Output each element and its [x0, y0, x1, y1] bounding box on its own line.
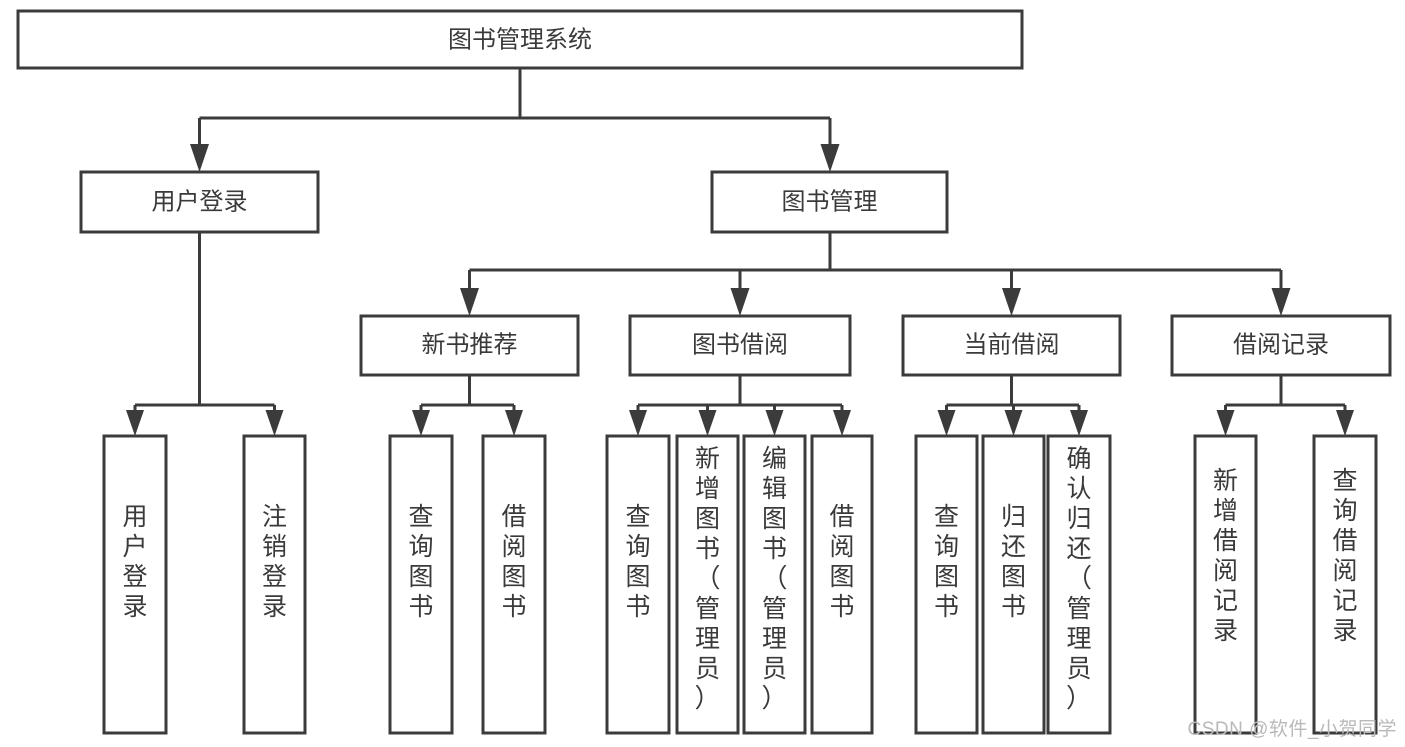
- node-book-borrow[interactable]: 图书借阅: [628, 314, 852, 377]
- node-root-box[interactable]: [16, 9, 1024, 70]
- node-leaf-query-record-label: 查询借阅记录: [1332, 467, 1357, 645]
- node-leaf-return-book-label: 归还图书: [1001, 503, 1026, 621]
- node-new-book-recommend[interactable]: 新书推荐: [359, 314, 580, 377]
- arrowhead-leaf-query-record: [1336, 410, 1354, 436]
- node-leaf-add-book[interactable]: 新增图书（管理员）: [675, 434, 740, 735]
- node-book-manage[interactable]: 图书管理: [710, 170, 949, 234]
- node-leaf-borrow-book-2[interactable]: 借阅图书: [810, 434, 874, 735]
- arrowhead-leaf-logout: [265, 410, 284, 436]
- node-leaf-add-record[interactable]: 新增借阅记录: [1193, 434, 1258, 735]
- arrowhead-leaf-borrow-book-2: [833, 410, 851, 436]
- node-user-login-box[interactable]: [79, 170, 320, 234]
- node-book-manage-label: 图书管理: [782, 188, 878, 215]
- node-leaf-return-book-box[interactable]: [981, 434, 1046, 735]
- node-leaf-query-book-2-label: 查询图书: [625, 503, 650, 621]
- node-root[interactable]: 图书管理系统: [16, 9, 1024, 70]
- node-book-borrow-label: 图书借阅: [692, 331, 788, 358]
- connector-layer: [126, 68, 1354, 436]
- node-leaf-query-book-1-box[interactable]: [388, 434, 454, 735]
- arrowhead-leaf-query-book-2: [629, 410, 647, 436]
- node-leaf-query-record-box[interactable]: [1312, 434, 1378, 735]
- node-borrow-record-box[interactable]: [1170, 314, 1392, 377]
- arrowhead-borrow-record: [1271, 288, 1291, 316]
- node-current-borrow-box[interactable]: [901, 314, 1122, 377]
- node-user-login-label: 用户登录: [152, 188, 248, 215]
- node-leaf-query-record[interactable]: 查询借阅记录: [1312, 434, 1378, 735]
- node-leaf-confirm-return-box[interactable]: [1046, 434, 1112, 735]
- arrowhead-current-borrow: [1002, 288, 1021, 316]
- arrowhead-leaf-confirm-return: [1070, 410, 1088, 436]
- arrowhead-leaf-return-book: [1004, 410, 1023, 436]
- node-leaf-borrow-book-2-box[interactable]: [810, 434, 874, 735]
- node-leaf-return-book[interactable]: 归还图书: [981, 434, 1046, 735]
- node-leaf-logout-label: 注销登录: [262, 503, 287, 621]
- node-leaf-query-book-1-label: 查询图书: [408, 503, 433, 621]
- arrowhead-book-manage: [820, 144, 840, 172]
- node-leaf-edit-book[interactable]: 编辑图书（管理员）: [742, 434, 807, 735]
- node-leaf-edit-book-box[interactable]: [742, 434, 807, 735]
- node-user-login[interactable]: 用户登录: [79, 170, 320, 234]
- node-book-manage-box[interactable]: [710, 170, 949, 234]
- node-leaf-user-login[interactable]: 用户登录: [102, 434, 168, 735]
- arrowhead-leaf-add-book: [698, 410, 717, 436]
- node-leaf-confirm-return-label: 确认归还（管理员）: [1066, 445, 1092, 713]
- node-new-book-recommend-label: 新书推荐: [422, 331, 518, 358]
- arrowhead-leaf-borrow-book-1: [505, 410, 523, 436]
- node-leaf-logout[interactable]: 注销登录: [242, 434, 307, 735]
- node-leaf-user-login-box[interactable]: [102, 434, 168, 735]
- arrowhead-user-login: [190, 144, 209, 172]
- node-leaf-query-book-2[interactable]: 查询图书: [605, 434, 671, 735]
- node-leaf-borrow-book-2-label: 借阅图书: [829, 503, 854, 621]
- node-leaf-query-book-3-box[interactable]: [914, 434, 979, 735]
- node-leaf-add-book-box[interactable]: [675, 434, 740, 735]
- node-leaf-add-record-label: 新增借阅记录: [1213, 467, 1238, 645]
- node-leaf-borrow-book-1-box[interactable]: [481, 434, 547, 735]
- node-book-borrow-box[interactable]: [628, 314, 852, 377]
- node-leaf-logout-box[interactable]: [242, 434, 307, 735]
- csdn-watermark: CSDN @软件_小贺同学: [1187, 719, 1397, 740]
- node-new-book-recommend-box[interactable]: [359, 314, 580, 377]
- node-leaf-query-book-2-box[interactable]: [605, 434, 671, 735]
- arrowhead-new-book-recommend: [460, 288, 479, 316]
- node-borrow-record[interactable]: 借阅记录: [1170, 314, 1392, 377]
- arrowhead-leaf-query-book-3: [937, 410, 956, 436]
- arrowhead-leaf-user-login: [126, 410, 144, 436]
- node-leaf-confirm-return[interactable]: 确认归还（管理员）: [1046, 434, 1112, 735]
- node-leaf-user-login-label: 用户登录: [122, 503, 147, 621]
- node-leaf-query-book-1[interactable]: 查询图书: [388, 434, 454, 735]
- node-leaf-borrow-book-1-label: 借阅图书: [501, 503, 526, 621]
- node-leaf-add-record-box[interactable]: [1193, 434, 1258, 735]
- node-leaf-query-book-3-label: 查询图书: [934, 503, 959, 621]
- node-leaf-edit-book-label: 编辑图书（管理员）: [761, 445, 787, 713]
- node-leaf-add-book-label: 新增图书（管理员）: [694, 445, 720, 713]
- node-current-borrow-label: 当前借阅: [964, 331, 1060, 358]
- arrowhead-leaf-edit-book: [765, 410, 784, 436]
- node-root-label: 图书管理系统: [448, 26, 592, 53]
- node-borrow-record-label: 借阅记录: [1233, 331, 1329, 358]
- arrowhead-leaf-add-record: [1216, 410, 1235, 436]
- node-current-borrow[interactable]: 当前借阅: [901, 314, 1122, 377]
- node-leaf-borrow-book-1[interactable]: 借阅图书: [481, 434, 547, 735]
- arrowhead-book-borrow: [730, 288, 750, 316]
- arrowhead-leaf-query-book-1: [412, 410, 430, 436]
- node-leaf-query-book-3[interactable]: 查询图书: [914, 434, 979, 735]
